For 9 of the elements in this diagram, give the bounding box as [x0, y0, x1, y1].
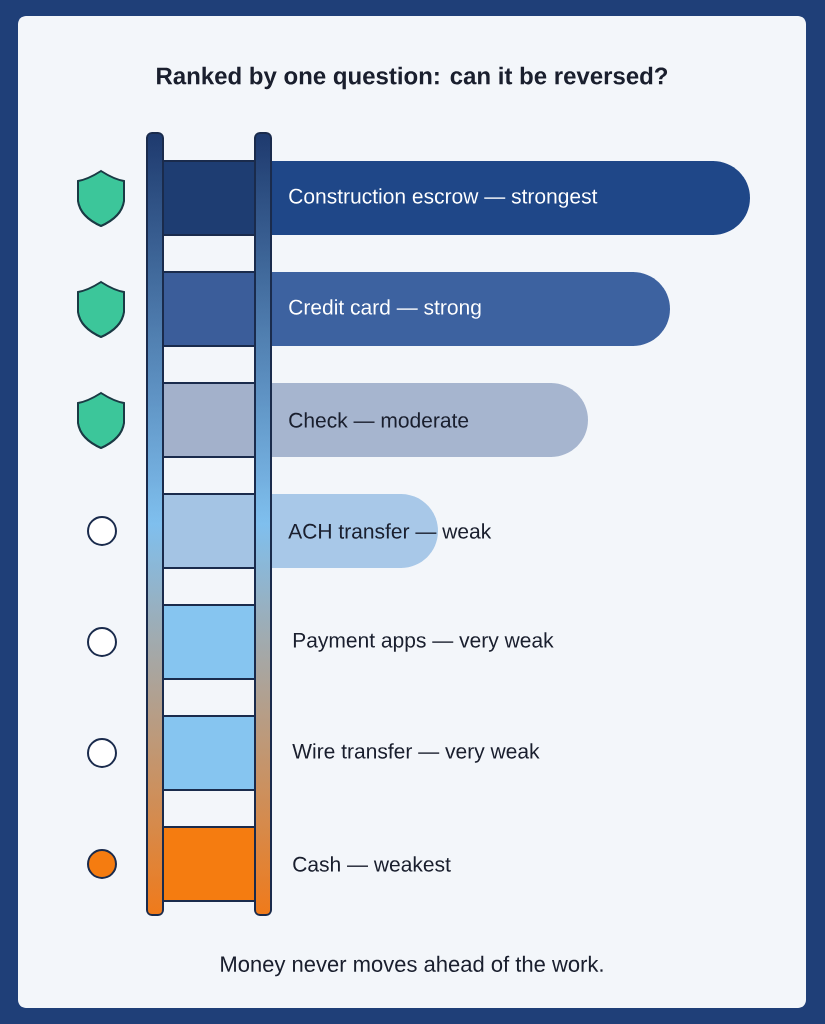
- caption: Money never moves ahead of the work.: [221, 955, 603, 977]
- label-text: Cash — weakest: [293, 856, 451, 872]
- label-text: Payment apps — very weak: [293, 632, 554, 652]
- title: Ranked by one question: can it be reversed?: [157, 66, 668, 90]
- label-text: Wire transfer — very weak: [292, 743, 540, 763]
- bar: Credit card — strong: [272, 272, 670, 346]
- bar: Construction escrow — strongest: [272, 161, 750, 235]
- bar: ACH transfer — weak: [272, 494, 492, 568]
- bar: Check — moderate: [272, 383, 588, 457]
